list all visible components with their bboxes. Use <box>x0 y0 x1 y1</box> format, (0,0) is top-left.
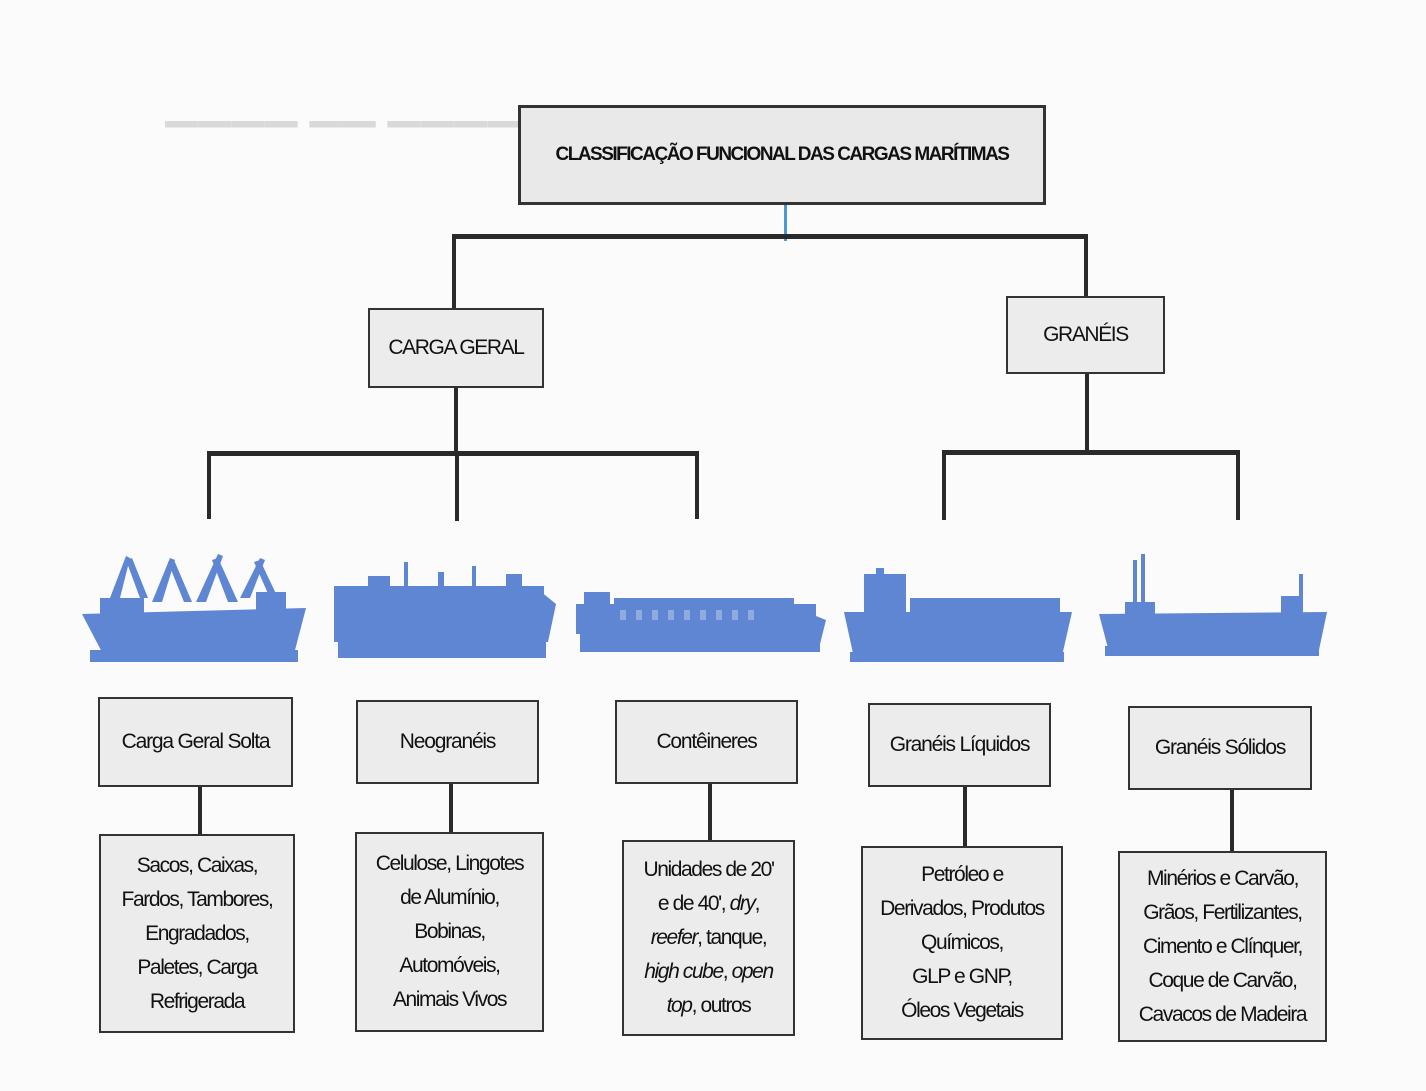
branch-drop-1 <box>207 451 211 519</box>
description-graneis-solidos: Minérios e Carvão, Grãos, Fertilizantes,… <box>1118 851 1327 1042</box>
container-ship-icon <box>576 592 826 652</box>
graneis-connector-line <box>1084 234 1088 296</box>
type-conteineres: Contêineres <box>615 700 798 784</box>
type-desc-line-1 <box>198 786 202 836</box>
top-branch-line <box>452 234 1088 239</box>
bulk-carrier-ship-icon <box>1099 554 1327 656</box>
type-label: Carga Geral Solta <box>121 730 271 753</box>
graneis-branch-line <box>942 450 1240 455</box>
type-graneis-liquidos: Granéis Líquidos <box>868 703 1051 787</box>
type-label: Granéis Líquidos <box>889 733 1031 756</box>
type-label: Contêineres <box>656 730 757 753</box>
category-carga-geral: CARGA GERAL <box>368 308 544 388</box>
type-label: Neogranéis <box>399 730 497 753</box>
title-connector-line <box>784 205 787 241</box>
description-run: , <box>754 892 761 915</box>
type-desc-line-3 <box>708 782 712 842</box>
description-graneis-liquidos: Petróleo e Derivados, Produtos Químicos,… <box>861 846 1063 1040</box>
description-run: dry <box>729 892 756 915</box>
description-neograneis: Celulose, Lingotes de Alumínio, Bobinas,… <box>355 832 544 1032</box>
diagram-title-text: CLASSIFICAÇÃO FUNCIONAL DAS CARGAS MARÍT… <box>555 144 1010 165</box>
description-run: e de 40', <box>657 892 726 915</box>
description-carga-geral-solta: Sacos, Caixas, Fardos, Tambores, Engrada… <box>99 834 295 1033</box>
description-run: Unidades de 20' <box>643 858 775 881</box>
type-label: Granéis Sólidos <box>1154 736 1286 759</box>
category-graneis: GRANÉIS <box>1006 296 1165 374</box>
neobulk-ship-icon <box>334 562 556 658</box>
type-desc-line-5 <box>1230 788 1234 852</box>
description-run: , outros <box>691 994 752 1017</box>
branch-drop-3 <box>695 451 699 519</box>
category-label: GRANÉIS <box>1043 323 1129 346</box>
branch-drop-4 <box>942 450 946 520</box>
diagram-title: CLASSIFICAÇÃO FUNCIONAL DAS CARGAS MARÍT… <box>518 105 1046 205</box>
description-run: , tanque, <box>697 926 768 949</box>
carga-geral-drop-line <box>454 387 458 453</box>
description-text: Petróleo e Derivados, Produtos Químicos,… <box>880 863 1045 1022</box>
description-text: Minérios e Carvão, Grãos, Fertilizantes,… <box>1138 866 1308 1026</box>
description-run: reefer <box>650 926 699 949</box>
description-text: Celulose, Lingotes de Alumínio, Bobinas,… <box>375 852 525 1011</box>
branch-drop-2 <box>455 451 459 521</box>
type-neograneis: Neogranéis <box>356 700 539 784</box>
tanker-ship-icon <box>844 568 1072 662</box>
description-run: , <box>722 960 732 983</box>
carga-geral-connector-line <box>452 236 456 310</box>
description-text: Unidades de 20' e de 40', dry, reefer, t… <box>643 853 775 1023</box>
description-run: open top <box>666 960 775 1017</box>
type-carga-geral-solta: Carga Geral Solta <box>98 697 293 787</box>
carga-geral-branch-line <box>207 451 699 456</box>
branch-drop-5 <box>1236 450 1240 520</box>
description-run: high cube <box>644 960 724 983</box>
graneis-drop-line <box>1085 374 1089 454</box>
type-desc-line-4 <box>963 785 967 847</box>
type-graneis-solidos: Granéis Sólidos <box>1128 706 1312 790</box>
general-cargo-ship-icon <box>82 554 306 662</box>
category-label: CARGA GERAL <box>388 336 525 359</box>
type-desc-line-2 <box>449 782 453 834</box>
description-text: Sacos, Caixas, Fardos, Tambores, Engrada… <box>121 853 274 1013</box>
description-conteineres: Unidades de 20' e de 40', dry, reefer, t… <box>622 840 795 1036</box>
